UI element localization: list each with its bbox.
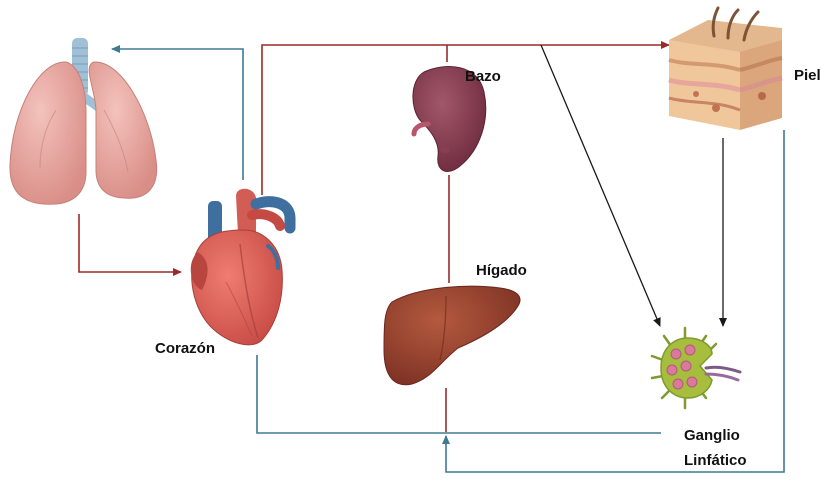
heart-lymph-return-line xyxy=(257,355,661,433)
lungs-icon xyxy=(10,38,157,204)
branch-to-lymph-arrow xyxy=(541,45,660,326)
lymph-label-line1: Ganglio xyxy=(684,427,740,444)
skin-label: Piel xyxy=(794,67,821,84)
heart-icon xyxy=(191,189,290,345)
heart-label: Corazón xyxy=(155,340,215,357)
lymph-node-icon xyxy=(652,328,740,408)
spleen-label: Bazo xyxy=(465,68,501,85)
skin-icon xyxy=(669,8,782,130)
liver-icon xyxy=(384,286,520,385)
liver-label: Hígado xyxy=(476,262,527,279)
lymph-label-line2: Linfático xyxy=(684,452,747,469)
lungs-to-heart-arrow xyxy=(79,214,181,272)
